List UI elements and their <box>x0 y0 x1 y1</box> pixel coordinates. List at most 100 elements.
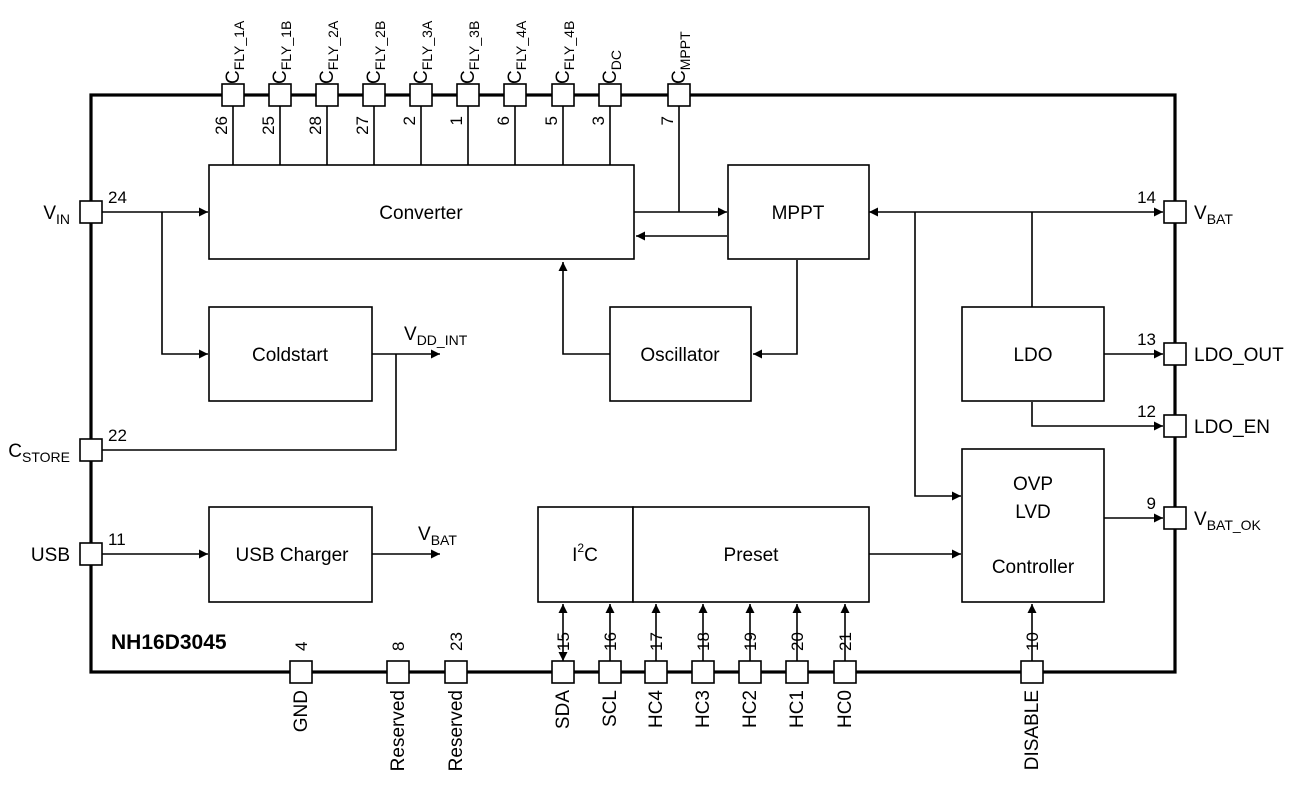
top-pin-mppt <box>667 83 691 107</box>
i2c-label: I2C <box>572 541 598 566</box>
right-pin-ldo-out <box>1163 342 1187 366</box>
lvd-label: LVD <box>1015 502 1051 523</box>
bottom-pin-label: Reserved <box>446 690 467 771</box>
oscillator-block: Oscillator <box>609 306 752 402</box>
bottom-pin-number: 8 <box>389 642 408 651</box>
bottom-pin-number: 17 <box>647 632 666 651</box>
top-pin-label: CFLY_2A <box>317 20 341 84</box>
bottom-pin-hc2-19 <box>738 660 762 684</box>
bottom-pin-label: HC4 <box>646 690 667 728</box>
bottom-pin-gnd-4 <box>289 660 313 684</box>
bottom-pin-number: 23 <box>447 632 466 651</box>
bottom-pin-scl-16 <box>598 660 622 684</box>
right-pin-vbat-ok <box>1163 506 1187 530</box>
vdd-int-label: VDD_INT <box>404 324 468 348</box>
bottom-pin-number: 10 <box>1023 632 1042 651</box>
top-pin-fly-4a <box>503 83 527 107</box>
left-pin-label: USB <box>31 545 70 566</box>
mppt-block: MPPT <box>727 164 870 260</box>
top-pin-label: CMPPT <box>669 31 693 84</box>
right-pin-label: VBAT_OK <box>1194 509 1262 533</box>
i2c-block: I2C <box>537 506 634 603</box>
bottom-pin-number: 20 <box>788 632 807 651</box>
coldstart-block: Coldstart <box>208 306 373 402</box>
bottom-pin-label: SDA <box>553 690 574 729</box>
top-pin-number: 25 <box>259 116 278 135</box>
left-pin-vin <box>79 200 103 224</box>
top-pin-number: 6 <box>494 116 513 125</box>
left-pin-label: VIN <box>43 203 70 227</box>
right-pin-ldo-en <box>1163 414 1187 438</box>
right-pin-number: 13 <box>1137 330 1156 349</box>
bottom-pin-number: 16 <box>601 632 620 651</box>
top-pin-number: 1 <box>447 116 466 125</box>
top-pin-label: CFLY_3B <box>458 21 482 84</box>
bottom-pin-number: 19 <box>741 632 760 651</box>
top-pin-fly-4b <box>551 83 575 107</box>
chip-outline <box>89 93 1177 674</box>
bottom-pin-label: DISABLE <box>1022 690 1043 770</box>
bottom-pin-label: GND <box>291 690 312 732</box>
bottom-pin-reserved-8 <box>386 660 410 684</box>
left-pin-number: 22 <box>108 426 127 445</box>
top-pin-label: CFLY_3A <box>411 20 435 84</box>
ldo-block: LDO <box>961 306 1105 402</box>
ovp-controller-block: OVP LVD Controller <box>961 448 1105 603</box>
preset-block: Preset <box>632 506 870 603</box>
bottom-pin-label: HC2 <box>740 690 761 728</box>
top-pin-label: CFLY_4A <box>505 20 529 84</box>
top-pin-fly-3b <box>456 83 480 107</box>
top-pin-label: CDC <box>600 50 624 84</box>
usb-charger-block: USB Charger <box>208 506 373 603</box>
bottom-pin-label: SCL <box>600 690 621 727</box>
mppt-label: MPPT <box>772 203 825 224</box>
right-pin-number: 14 <box>1137 188 1156 207</box>
right-pin-label: VBAT <box>1194 203 1233 227</box>
bottom-pin-disable-10 <box>1020 660 1044 684</box>
right-pin-number: 9 <box>1147 494 1156 513</box>
top-pin-label: CFLY_1A <box>223 20 247 84</box>
preset-label: Preset <box>724 545 780 566</box>
left-pin-number: 11 <box>108 530 126 549</box>
top-pin-number: 2 <box>400 116 419 125</box>
top-pin-number: 5 <box>542 116 561 125</box>
top-pin-number: 28 <box>306 116 325 135</box>
right-pin-label: LDO_OUT <box>1194 345 1284 366</box>
coldstart-label: Coldstart <box>252 345 329 366</box>
top-pin-label: CFLY_4B <box>553 21 577 84</box>
bottom-pin-label: HC0 <box>835 690 856 728</box>
bottom-pin-sda-15 <box>551 660 575 684</box>
top-pin-number: 27 <box>353 116 372 135</box>
top-pin-fly-1b <box>268 83 292 107</box>
bottom-pin-hc0-21 <box>833 660 857 684</box>
ldo-label: LDO <box>1013 345 1052 366</box>
ovp-label: OVP <box>1013 474 1053 495</box>
internal-vbat-label: VBAT <box>418 524 457 548</box>
bottom-pin-number: 15 <box>554 632 573 651</box>
converter-label: Converter <box>379 203 463 224</box>
top-pin-label: CFLY_1B <box>270 21 294 84</box>
wires <box>102 106 1163 661</box>
top-pin-dc <box>598 83 622 107</box>
controller-label: Controller <box>992 557 1075 578</box>
bottom-pin-hc4-17 <box>644 660 668 684</box>
usb-charger-label: USB Charger <box>236 545 350 566</box>
top-pin-fly-2a <box>315 83 339 107</box>
top-pin-number: 3 <box>589 116 608 125</box>
right-pin-label: LDO_EN <box>1194 417 1270 438</box>
bottom-pin-label: HC3 <box>693 690 714 728</box>
bottom-pin-number: 4 <box>292 642 311 651</box>
right-pin-number: 12 <box>1137 402 1156 421</box>
left-pin-cstore <box>79 438 103 462</box>
top-pin-fly-3a <box>409 83 433 107</box>
bottom-pin-hc3-18 <box>691 660 715 684</box>
bottom-pin-label: Reserved <box>388 690 409 771</box>
pins: CFLY_1A26CFLY_1B25CFLY_2A28CFLY_2B27CFLY… <box>8 20 1284 771</box>
oscillator-label: Oscillator <box>640 345 720 366</box>
left-pin-number: 24 <box>108 188 127 207</box>
bottom-pin-label: HC1 <box>787 690 808 728</box>
converter-block: Converter <box>208 164 635 260</box>
top-pin-fly-2b <box>362 83 386 107</box>
bottom-pin-number: 18 <box>694 632 713 651</box>
